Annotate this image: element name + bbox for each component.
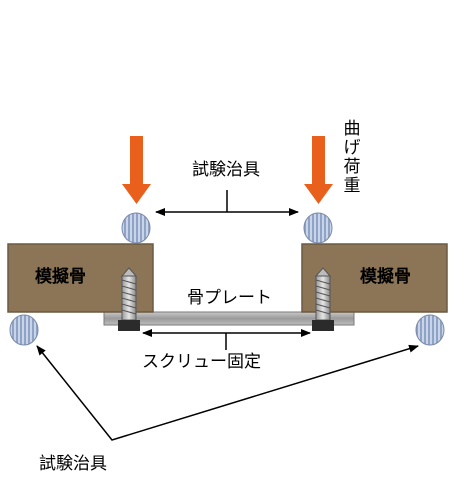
roller-top-left	[121, 212, 151, 244]
bone-plate	[103, 311, 355, 326]
label-bending-load: 曲げ荷重	[343, 119, 361, 196]
roller-bottom-right	[415, 314, 445, 346]
screw-right	[312, 267, 334, 331]
label-bone-plate: 骨プレート	[187, 288, 272, 308]
label-screw-fix: スクリュー固定	[142, 352, 261, 372]
label-bone-left: 模擬骨	[35, 267, 86, 287]
load-arrow-right	[304, 136, 333, 204]
roller-top-right	[303, 212, 333, 244]
roller-bottom-left	[9, 314, 39, 346]
load-arrow-left	[122, 136, 151, 204]
label-fixture-top: 試験治具	[192, 160, 260, 180]
screw-left	[118, 267, 140, 331]
pointer-bottom-fixture	[36, 344, 419, 441]
label-bone-right: 模擬骨	[360, 267, 411, 287]
label-fixture-bottom: 試験治具	[39, 454, 107, 474]
